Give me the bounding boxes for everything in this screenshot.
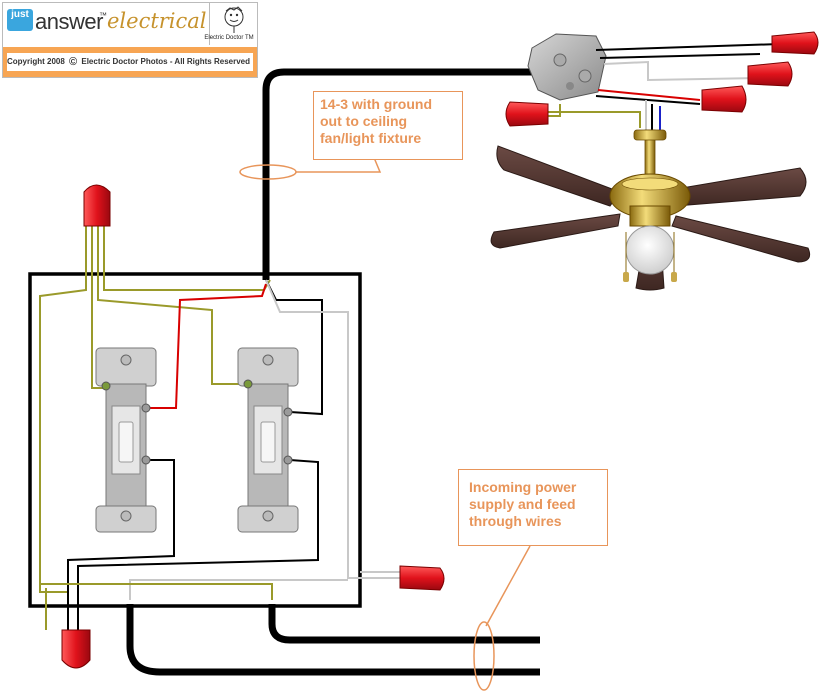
- wirenut-ceiling-3: [701, 85, 747, 113]
- switch-right-screw-top: [283, 407, 293, 417]
- brand-logo: just answer ™ electrical: [3, 3, 207, 43]
- copyright-bar: Copyright 2008 © Electric Doctor Photos …: [3, 47, 257, 77]
- wirenut-ground-top: [83, 184, 111, 227]
- copyright-notice: Copyright 2008 © Electric Doctor Photos …: [7, 53, 253, 71]
- electric-doctor-mascot-icon: [209, 3, 258, 45]
- wirenut-ceiling-1: [771, 31, 819, 55]
- callout-pointer-power: [473, 545, 531, 691]
- switch-box-wiring: [39, 220, 400, 630]
- fan-cable: [262, 68, 548, 280]
- switch-right-ground-screw: [243, 379, 253, 389]
- copyright-year: Copyright 2008: [7, 57, 65, 67]
- ceiling-junction-box: [527, 33, 607, 101]
- fan-blade-lower-left: [490, 213, 621, 249]
- mascot-label: Electric Doctor TM: [204, 35, 254, 41]
- copyright-symbol: ©: [69, 56, 78, 68]
- incoming-cable-b: [268, 604, 540, 644]
- switch-left-ground-screw: [101, 381, 111, 391]
- switch-box: [28, 272, 362, 608]
- switch-right-screw-bottom: [283, 455, 293, 465]
- switch-left: [95, 347, 157, 533]
- brand-suffix: electrical: [107, 9, 207, 33]
- wirenut-ceiling-2: [747, 61, 793, 87]
- wirenut-bottom-left: [61, 629, 91, 669]
- wirenut-neutral-right: [399, 565, 445, 591]
- incoming-cable-a: [126, 604, 540, 676]
- ceiling-fan: [490, 129, 811, 291]
- wirenut-ceiling-ground: [505, 101, 549, 127]
- switch-right: [237, 347, 299, 533]
- switch-left-screw-bottom: [141, 455, 151, 465]
- fan-blade-right: [669, 167, 807, 207]
- ceiling-box-wires: [548, 43, 781, 132]
- fan-blade-lower-right: [671, 215, 811, 263]
- brand-tm: ™: [99, 11, 107, 20]
- fan-blade-left: [496, 145, 621, 207]
- callout-incoming-power: Incoming power supply and feed through w…: [458, 469, 608, 546]
- just-badge: just: [7, 9, 33, 31]
- callout-fan-cable: 14-3 with ground out to ceiling fan/ligh…: [313, 91, 463, 160]
- switch-left-screw-top: [141, 403, 151, 413]
- brand-word: answer: [35, 9, 103, 34]
- logo-header: just answer ™ electrical Electric Doctor…: [2, 2, 258, 78]
- copyright-text: Electric Doctor Photos - All Rights Rese…: [81, 57, 251, 67]
